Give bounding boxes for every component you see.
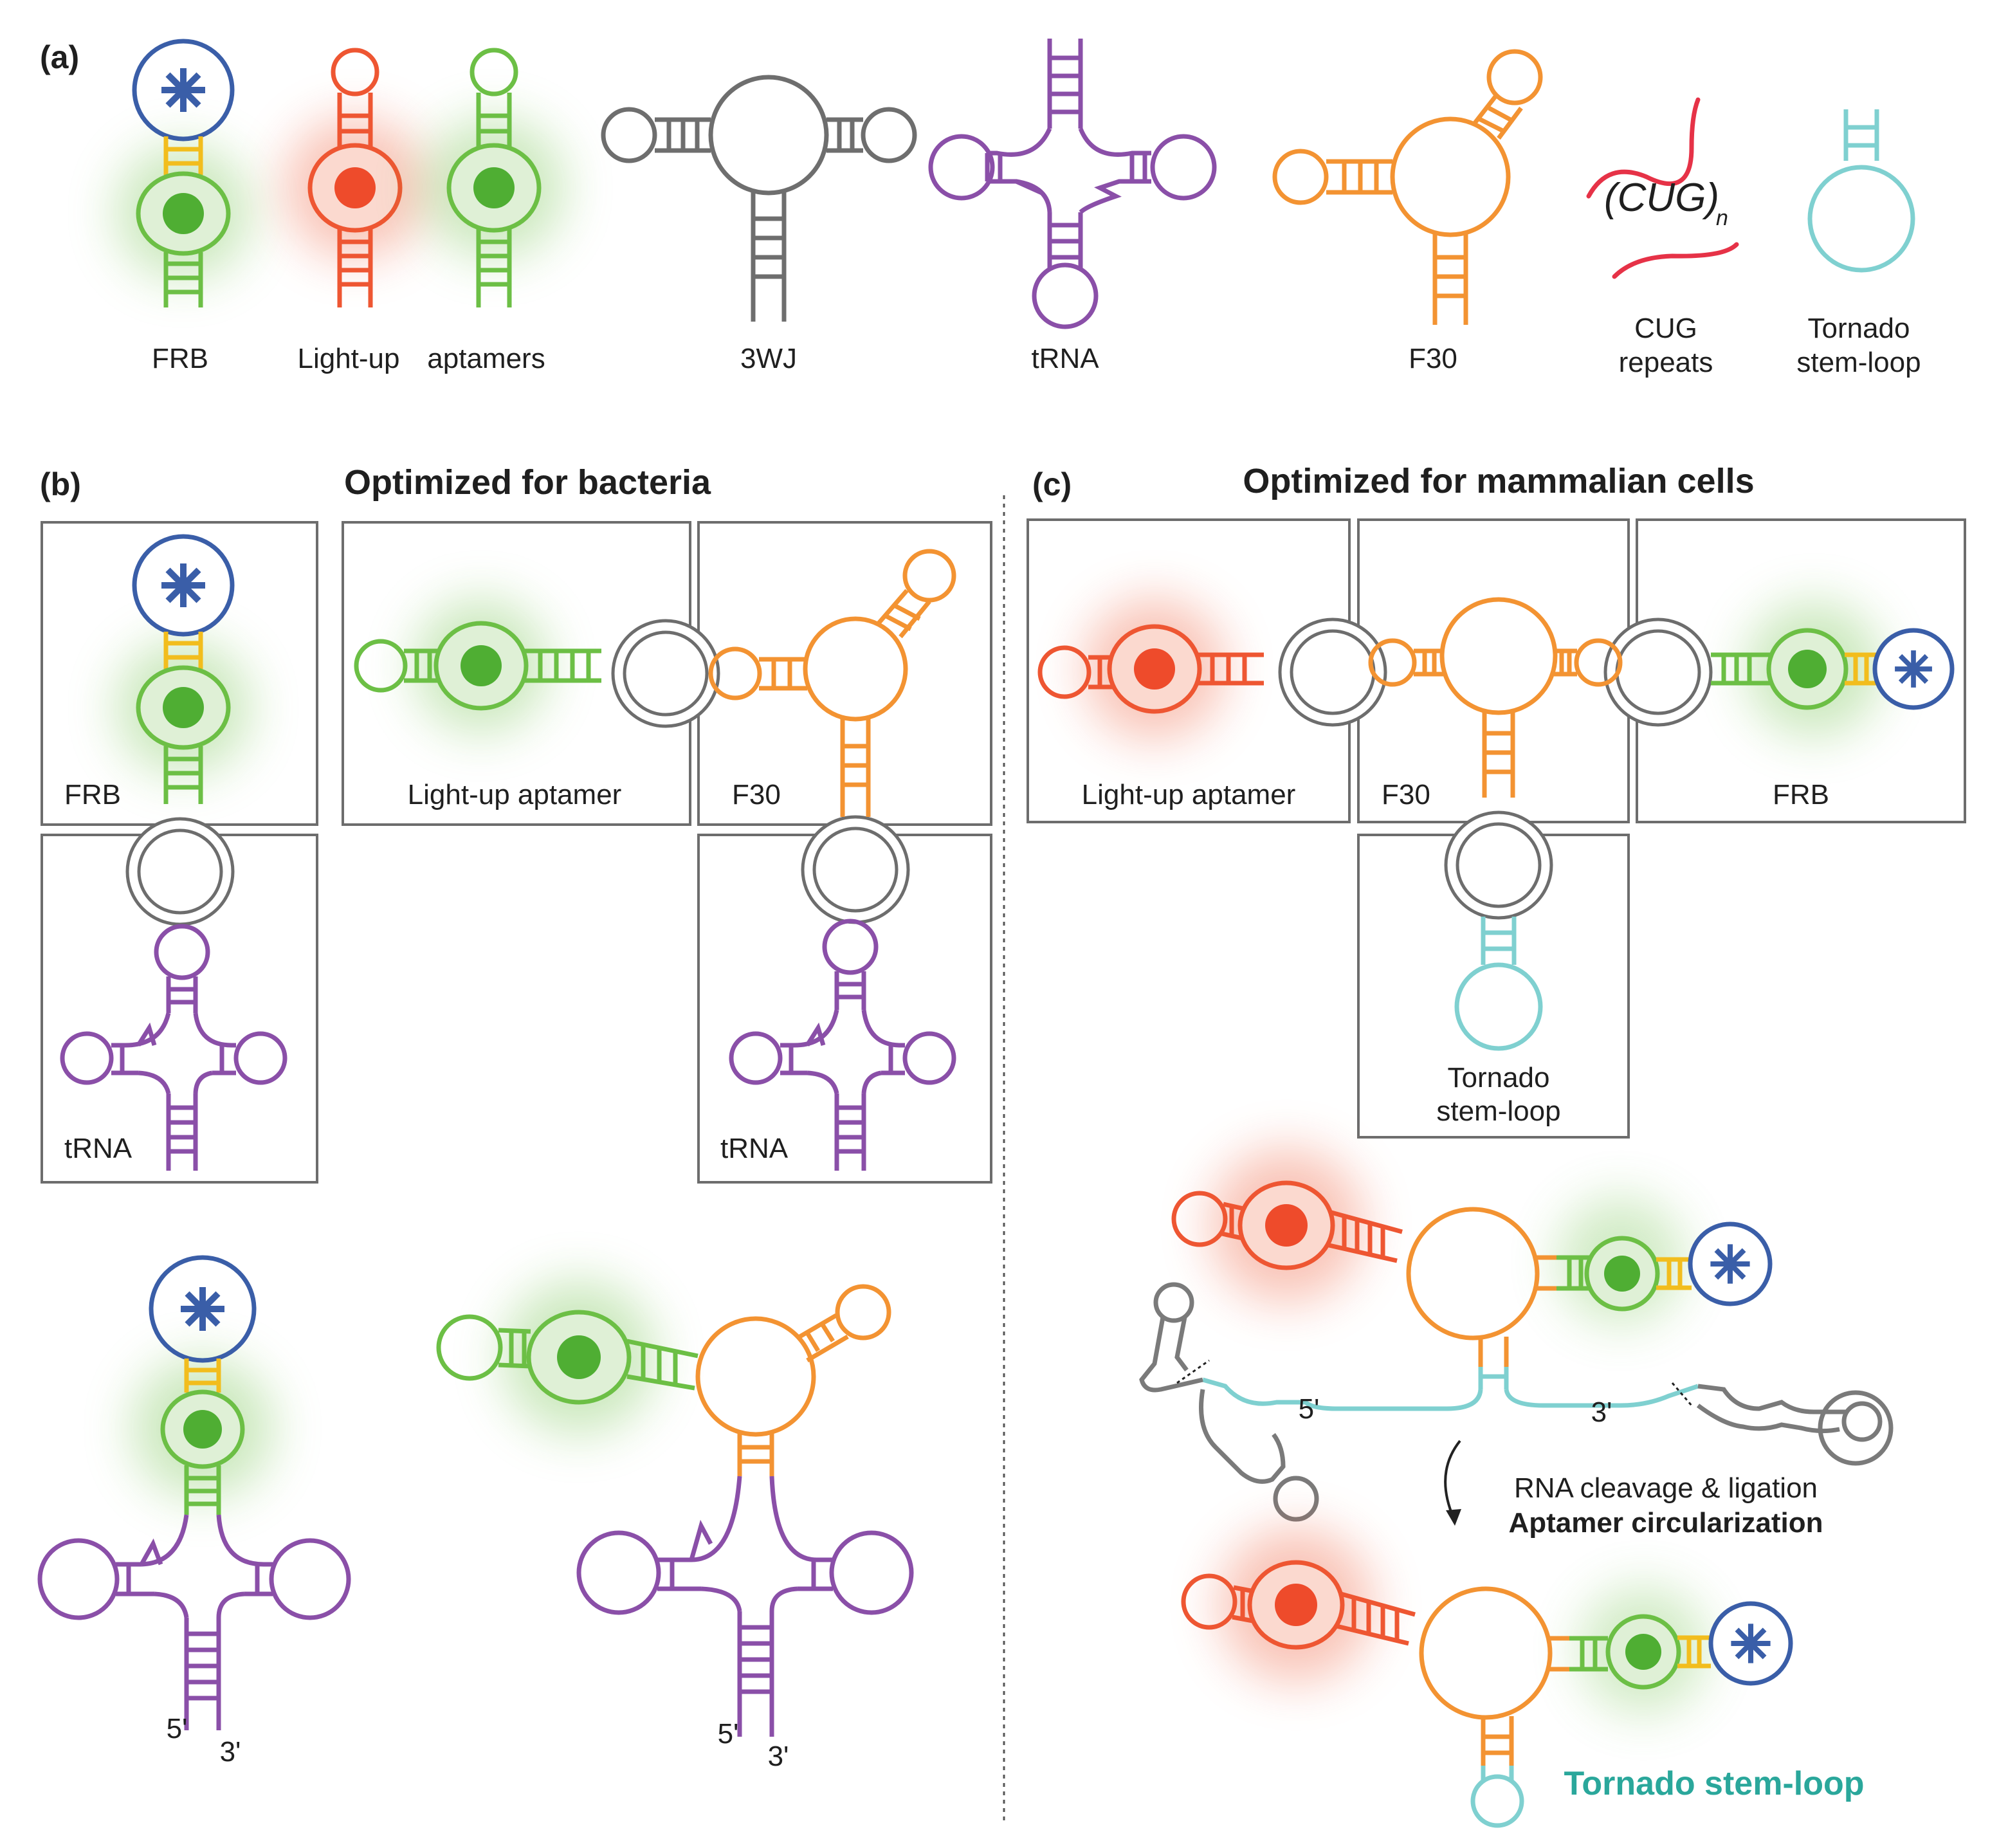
red-lightup-aptamer (284, 48, 426, 307)
process-label-line2: Aptamer circularization (1508, 1507, 1823, 1539)
red-dot (334, 167, 376, 208)
trna-structure (928, 39, 1217, 329)
cug-repeats-structure (1586, 97, 1739, 279)
connector-f30-trna (801, 815, 910, 924)
panel-a: (a) FRB (40, 39, 1921, 378)
c-red-lightup-module (1037, 598, 1264, 740)
panel-c-title: Optimized for mammalian cells (1243, 462, 1754, 500)
frb-module (116, 534, 251, 804)
aptamers-label: aptamers (427, 343, 545, 374)
cug-label-line2: repeats (1619, 347, 1713, 378)
c-three-prime: 3' (1591, 1396, 1612, 1428)
fluorophore-star-icon (1895, 650, 1932, 688)
f30-label: F30 (1409, 343, 1457, 374)
three-wj-label: 3WJ (740, 343, 797, 374)
process-label-line1: RNA cleavage & ligation (1514, 1472, 1818, 1504)
three-way-junction (601, 75, 917, 322)
b-f30-label: F30 (732, 779, 781, 810)
f30-module (708, 549, 956, 817)
b-left-three-prime: 3' (220, 1736, 241, 1768)
panel-b: (b) Optimized for bacteria (37, 463, 992, 1772)
tornado-label-line2: stem-loop (1796, 347, 1921, 378)
b-lightup-label: Light-up aptamer (408, 779, 622, 810)
fluorophore-star-icon (161, 68, 205, 112)
cug-subscript: n (1716, 206, 1728, 230)
lightup-label: Light-up (297, 343, 399, 374)
trna-left-module (60, 924, 288, 1171)
assembled-frb-trna (37, 1255, 351, 1730)
lightup-aptamer-module (354, 598, 601, 733)
frb-yellow-stem (163, 136, 203, 175)
frb-green-dot (163, 193, 204, 234)
trna-label: tRNA (1031, 343, 1099, 374)
tornado-stem-loop (1807, 109, 1915, 273)
c-connector-f30-tornado (1444, 810, 1553, 920)
c-lightup-label: Light-up aptamer (1082, 779, 1296, 810)
c-tornado-label-line1: Tornado (1447, 1062, 1549, 1093)
c-circularized-product (1181, 1528, 1793, 1828)
b-right-five-prime: 5' (718, 1718, 739, 1750)
c-f30-label: F30 (1382, 779, 1430, 810)
connector-lightup-f30 (611, 619, 720, 728)
frb-structure (116, 39, 251, 307)
fluorophore-star-icon (181, 1287, 224, 1331)
c-f30-module-box (1357, 518, 1630, 823)
fluorophore-star-icon (1731, 1624, 1770, 1663)
c-tornado-label-line2: stem-loop (1436, 1095, 1560, 1127)
b-right-three-prime: 3' (768, 1741, 789, 1772)
frb-binding-loop (132, 39, 235, 142)
f30-structure (1272, 49, 1543, 325)
c-tornado-module (1454, 917, 1543, 1051)
b-frb-label: FRB (64, 779, 121, 810)
trna-right-module (729, 919, 956, 1171)
panel-a-label: (a) (40, 39, 79, 75)
assembled-aptamer-f30-trna (436, 1280, 914, 1737)
c-tornado-stem-loop-label: Tornado stem-loop (1564, 1765, 1864, 1802)
c-frb-label: FRB (1773, 779, 1829, 810)
frb-label: FRB (152, 343, 208, 374)
c-precursor-construct (1139, 1148, 1894, 1522)
cug-label-line1: CUG (1634, 313, 1697, 344)
c-f30-module (1368, 597, 1623, 798)
fluorophore-star-icon (161, 563, 205, 607)
c-connector-lightup-f30 (1278, 618, 1387, 727)
panel-c-label: (c) (1032, 466, 1072, 502)
connector-frb-trna (125, 817, 235, 926)
green-lightup-aptamer (423, 48, 565, 307)
c-connector-f30-frb (1603, 618, 1713, 727)
c-frb-module (1711, 601, 1955, 736)
process-arrow (1444, 1440, 1461, 1519)
b-left-five-prime: 5' (167, 1713, 188, 1744)
c-five-prime: 5' (1299, 1393, 1320, 1425)
tornado-label-line1: Tornado (1807, 313, 1910, 344)
panel-b-title: Optimized for bacteria (344, 463, 711, 502)
panel-c: (c) Optimized for mammalian cells (1027, 462, 1966, 1828)
b-trna-left-label: tRNA (64, 1133, 132, 1164)
cug-formula: (CUG) (1604, 176, 1719, 220)
process-arrow-head-icon (1446, 1509, 1461, 1526)
fluorophore-star-icon (1710, 1244, 1749, 1283)
panel-b-label: (b) (40, 466, 81, 502)
b-trna-right-label: tRNA (720, 1133, 789, 1164)
